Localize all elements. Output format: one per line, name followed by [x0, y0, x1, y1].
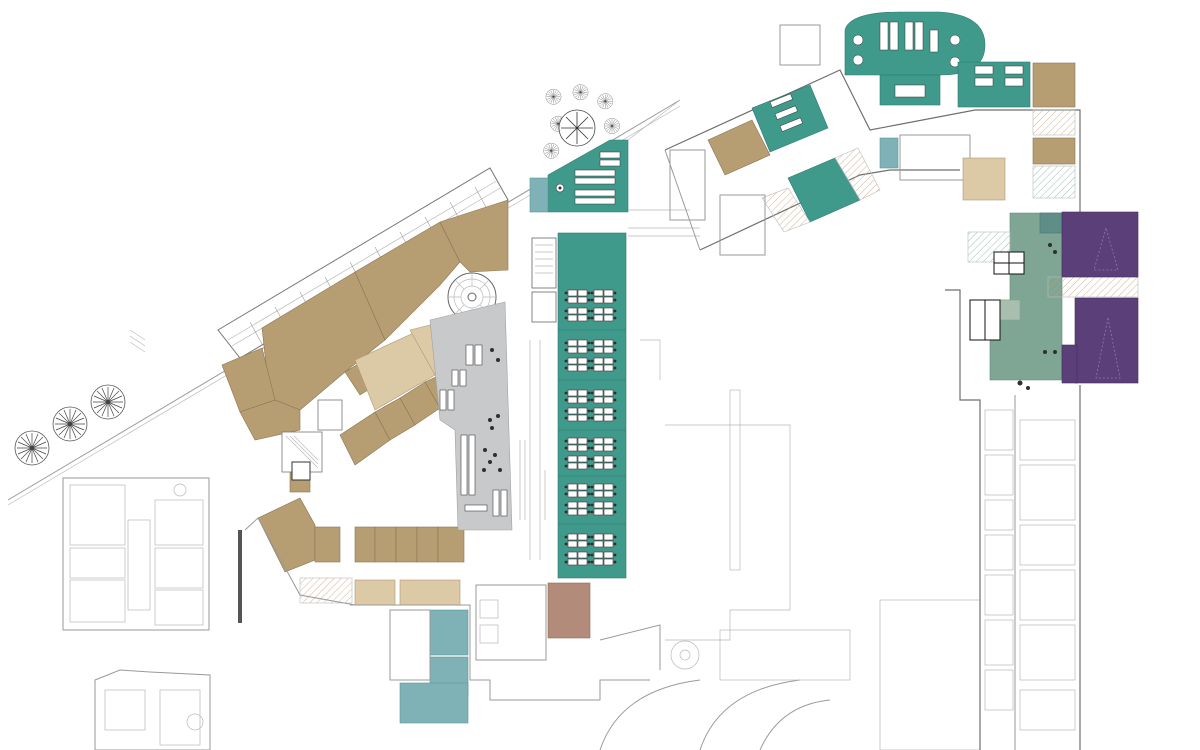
courtyard-outline — [627, 99, 791, 641]
special-room-north — [1061, 211, 1139, 278]
office-block-northeast — [707, 84, 899, 233]
service-room — [547, 582, 591, 639]
hatched-storage — [1032, 109, 1076, 136]
shared-space-atrium — [429, 301, 513, 531]
south-core — [350, 584, 981, 750]
partition-lines — [519, 340, 546, 560]
tree-icon — [558, 109, 596, 147]
existing-building-southwest — [94, 669, 211, 750]
tree-icon — [14, 384, 126, 466]
stair-core-central — [531, 237, 557, 323]
special-room-south — [1061, 297, 1139, 384]
enclosed-offices-northwest — [221, 199, 509, 573]
open-office-central — [557, 232, 627, 579]
light-teal-rooms — [399, 609, 469, 724]
hatched-storage — [299, 577, 353, 604]
stair-block — [281, 399, 343, 481]
meeting-room-northeast — [957, 61, 1031, 108]
enclosed-offices-east — [1032, 62, 1076, 165]
existing-building-west — [62, 477, 210, 631]
meeting-area-north — [529, 139, 629, 213]
east-wing-outline — [945, 289, 1081, 750]
outline-west — [238, 517, 356, 623]
light-offices — [962, 157, 1006, 201]
hatched-storage — [1047, 276, 1139, 298]
hatched-storage — [1032, 165, 1076, 199]
shared-space-east — [967, 212, 1063, 390]
meeting-room-oval — [844, 11, 986, 106]
